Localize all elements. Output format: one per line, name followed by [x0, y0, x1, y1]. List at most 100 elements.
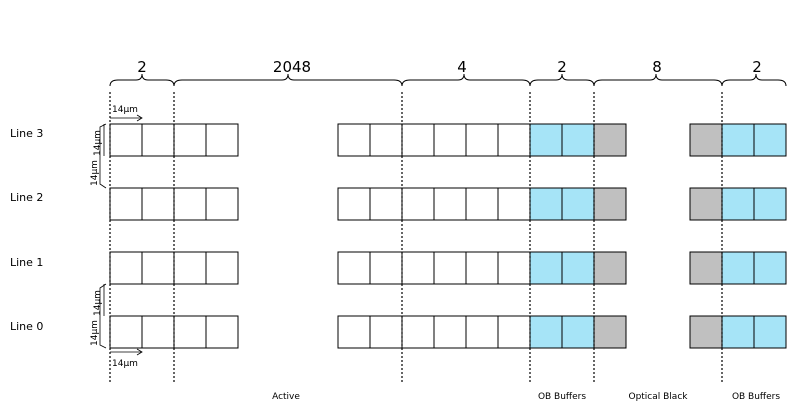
pixel-cell-active-line-3-col-6 — [401, 123, 435, 157]
pixel-cell-buffer-line-1-col-11 — [561, 251, 595, 285]
pixel-cell-active-line-1-col-5 — [369, 251, 403, 285]
brace-count-2: 4 — [457, 58, 467, 76]
dim-vertical-bottom-long — [99, 283, 107, 349]
line-label-1: Line 1 — [10, 256, 43, 269]
pixel-cell-buffer-line-2-col-15 — [753, 187, 787, 221]
pixel-cell-black-line-0-col-12 — [593, 315, 627, 349]
line-label-3: Line 3 — [10, 127, 43, 140]
dim-label-vertical-bottom-short: 14µm — [93, 290, 103, 316]
dim-label-top: 14µm — [112, 105, 138, 115]
dim-vertical-top-long — [99, 123, 107, 189]
pixel-cell-active-line-2-col-0 — [109, 187, 143, 221]
brace-count-1: 2048 — [273, 58, 311, 76]
pixel-cell-buffer-line-3-col-15 — [753, 123, 787, 157]
region-label-active: Active — [272, 392, 300, 402]
pixel-cell-active-line-0-col-1 — [141, 315, 175, 349]
pixel-cell-active-line-0-col-4 — [337, 315, 371, 349]
region-label-ob-buffers-left: OB Buffers — [538, 392, 586, 402]
line-labels: Line 3 Line 2 Line 1 Line 0 — [10, 127, 43, 333]
pixel-cell-active-line-1-col-0 — [109, 251, 143, 285]
pixel-cell-buffer-line-3-col-14 — [721, 123, 755, 157]
pixel-cell-black-line-1-col-12 — [593, 251, 627, 285]
pixel-cell-black-line-2-col-13 — [689, 187, 723, 221]
pixel-cells — [109, 123, 787, 349]
pixel-cell-active-line-0-col-7 — [433, 315, 467, 349]
pixel-cell-buffer-line-3-col-11 — [561, 123, 595, 157]
pixel-cell-active-line-3-col-3 — [205, 123, 239, 157]
region-labels: Active OB Buffers Optical Black OB Buffe… — [272, 392, 780, 402]
pixel-cell-active-line-0-col-9 — [497, 315, 531, 349]
pixel-cell-buffer-line-0-col-15 — [753, 315, 787, 349]
pixel-cell-active-line-0-col-3 — [205, 315, 239, 349]
pixel-cell-active-line-0-col-5 — [369, 315, 403, 349]
pixel-cell-active-line-1-col-1 — [141, 251, 175, 285]
pixel-cell-active-line-2-col-6 — [401, 187, 435, 221]
brace-5 — [721, 73, 787, 87]
pixel-cell-black-line-3-col-13 — [689, 123, 723, 157]
pixel-cell-active-line-2-col-8 — [465, 187, 499, 221]
dim-label-vertical-bottom-long: 14µm — [90, 320, 100, 346]
brace-count-4: 8 — [652, 58, 662, 76]
pixel-cell-active-line-3-col-4 — [337, 123, 371, 157]
pixel-cell-active-line-3-col-0 — [109, 123, 143, 157]
dim-label-vertical-top-short: 14µm — [93, 130, 103, 156]
pixel-cell-buffer-line-0-col-14 — [721, 315, 755, 349]
pixel-cell-active-line-3-col-8 — [465, 123, 499, 157]
brace-3 — [529, 73, 595, 87]
pixel-cell-active-line-3-col-7 — [433, 123, 467, 157]
pixel-cell-active-line-3-col-5 — [369, 123, 403, 157]
dimension-annotations: 14µm 14µm 14µm 14µm 14µm 14µm — [90, 105, 143, 369]
brace-count-3: 2 — [557, 58, 567, 76]
pixel-cell-buffer-line-3-col-10 — [529, 123, 563, 157]
pixel-cell-buffer-line-2-col-10 — [529, 187, 563, 221]
pixel-cell-active-line-2-col-1 — [141, 187, 175, 221]
pixel-cell-active-line-3-col-9 — [497, 123, 531, 157]
dim-label-bottom: 14µm — [112, 359, 138, 369]
dim-label-vertical-top-long: 14µm — [90, 160, 100, 186]
pixel-cell-active-line-1-col-9 — [497, 251, 531, 285]
pixel-cell-buffer-line-1-col-10 — [529, 251, 563, 285]
pixel-cell-buffer-line-1-col-14 — [721, 251, 755, 285]
pixel-cell-active-line-1-col-8 — [465, 251, 499, 285]
pixel-cell-active-line-0-col-8 — [465, 315, 499, 349]
pixel-cell-active-line-2-col-2 — [173, 187, 207, 221]
column-braces: 2 2048 4 2 8 2 — [109, 58, 787, 87]
brace-4 — [593, 73, 723, 87]
pixel-cell-active-line-1-col-4 — [337, 251, 371, 285]
dim-arrow-right — [136, 114, 143, 122]
pixel-cell-buffer-line-0-col-11 — [561, 315, 595, 349]
pixel-cell-active-line-0-col-2 — [173, 315, 207, 349]
pixel-cell-buffer-line-1-col-15 — [753, 251, 787, 285]
region-label-ob-buffers-right: OB Buffers — [732, 392, 780, 402]
pixel-cell-active-line-1-col-2 — [173, 251, 207, 285]
pixel-cell-buffer-line-2-col-14 — [721, 187, 755, 221]
region-label-optical-black: Optical Black — [628, 392, 688, 402]
pixel-cell-black-line-2-col-12 — [593, 187, 627, 221]
pixel-cell-active-line-2-col-4 — [337, 187, 371, 221]
pixel-cell-active-line-3-col-2 — [173, 123, 207, 157]
pixel-cell-active-line-2-col-5 — [369, 187, 403, 221]
line-label-2: Line 2 — [10, 191, 43, 204]
pixel-cell-black-line-1-col-13 — [689, 251, 723, 285]
pixel-cell-active-line-0-col-6 — [401, 315, 435, 349]
pixel-cell-active-line-1-col-6 — [401, 251, 435, 285]
line-label-0: Line 0 — [10, 320, 43, 333]
pixel-cell-active-line-2-col-9 — [497, 187, 531, 221]
pixel-cell-active-line-1-col-7 — [433, 251, 467, 285]
pixel-cell-black-line-3-col-12 — [593, 123, 627, 157]
column-dividers — [109, 92, 723, 382]
pixel-cell-buffer-line-2-col-11 — [561, 187, 595, 221]
pixel-cell-active-line-1-col-3 — [205, 251, 239, 285]
pixel-cell-active-line-2-col-3 — [205, 187, 239, 221]
pixel-cell-active-line-2-col-7 — [433, 187, 467, 221]
pixel-cell-active-line-0-col-0 — [109, 315, 143, 349]
brace-count-0: 2 — [137, 58, 147, 76]
pixel-cell-buffer-line-0-col-10 — [529, 315, 563, 349]
dim-arrow-right-bottom — [136, 348, 143, 356]
pixel-cell-black-line-0-col-13 — [689, 315, 723, 349]
brace-1 — [173, 73, 403, 87]
brace-0 — [109, 73, 175, 87]
brace-count-5: 2 — [752, 58, 762, 76]
brace-2 — [401, 73, 531, 87]
